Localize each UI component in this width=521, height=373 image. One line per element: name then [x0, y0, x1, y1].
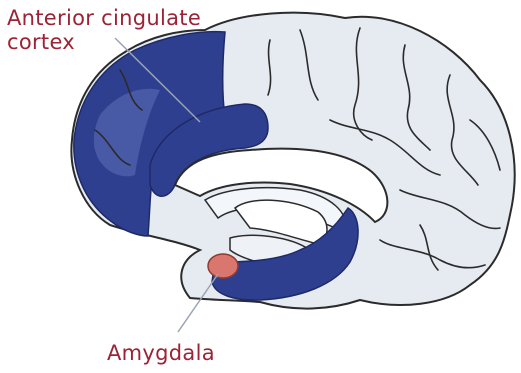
anterior-cingulate-label: Anterior cingulate cortex — [7, 6, 201, 54]
anterior-cingulate-label-line1: Anterior cingulate — [7, 6, 201, 30]
amygdala-shape — [208, 254, 238, 278]
amygdala-label: Amygdala — [107, 341, 215, 365]
anterior-cingulate-label-line2: cortex — [7, 30, 201, 54]
